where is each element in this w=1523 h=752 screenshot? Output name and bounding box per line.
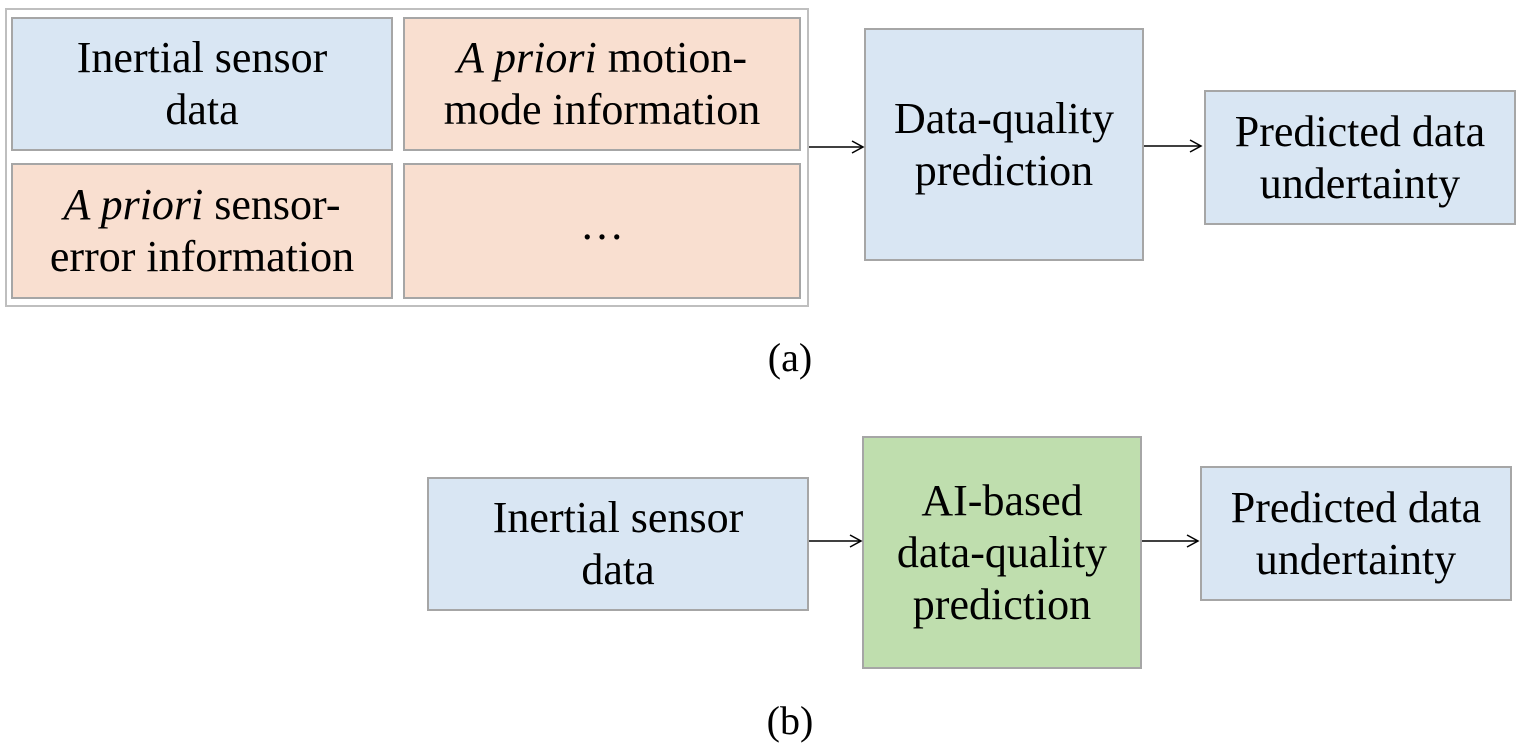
- sensor-error-line1: A priori sensor-: [50, 179, 354, 231]
- data-quality-prediction-box: Data-quality prediction: [864, 28, 1144, 261]
- arrow-input-to-prediction-b: [809, 534, 863, 548]
- motion-mode-info-box: A priori motion- mode information: [403, 17, 801, 151]
- output-line1-a: Predicted data: [1234, 106, 1486, 156]
- prediction-line1-a: Data-quality: [894, 93, 1114, 143]
- inertial-sensor-data-box-a: Inertial sensor data: [11, 17, 393, 151]
- output-line1-b: Predicted data: [1230, 482, 1482, 532]
- arrow-prediction-to-output-a: [1144, 139, 1203, 153]
- inertial-line2-a: data: [165, 85, 239, 134]
- sensor-error-info-box: A priori sensor- error information: [11, 163, 393, 299]
- motion-mode-line1-rest: motion-: [596, 33, 748, 82]
- motion-mode-line2: mode information: [443, 85, 761, 134]
- ai-prediction-line3: prediction: [912, 579, 1092, 629]
- sensor-error-line1-rest: sensor-: [203, 180, 341, 229]
- caption-a: (a): [767, 335, 813, 380]
- predicted-data-uncertainty-box-b: Predicted data undertainty: [1200, 466, 1512, 601]
- prediction-line2-a: prediction: [914, 145, 1094, 195]
- ai-based-prediction-box: AI-based data-quality prediction: [862, 436, 1142, 669]
- motion-mode-line1: A priori motion-: [444, 32, 761, 84]
- ellipsis-text: …: [580, 200, 624, 249]
- ai-prediction-line1: AI-based: [921, 475, 1083, 525]
- inertial-line2-b: data: [581, 545, 655, 594]
- caption-b: (b): [766, 698, 814, 743]
- predicted-data-uncertainty-box-a: Predicted data undertainty: [1204, 90, 1516, 225]
- sensor-error-line2: error information: [49, 232, 355, 281]
- arrow-inputs-to-prediction-a: [809, 140, 865, 154]
- output-line2-b: undertainty: [1255, 534, 1457, 584]
- sensor-error-italic: A priori: [63, 180, 204, 229]
- inertial-line1-a: Inertial sensor: [76, 33, 328, 82]
- output-line2-a: undertainty: [1259, 158, 1461, 208]
- motion-mode-italic: A priori: [456, 33, 597, 82]
- more-inputs-box: …: [403, 163, 801, 299]
- inertial-line1-b: Inertial sensor: [492, 493, 744, 542]
- ai-prediction-line2: data-quality: [896, 527, 1108, 577]
- inertial-sensor-data-box-b: Inertial sensor data: [427, 477, 809, 611]
- arrow-prediction-to-output-b: [1142, 534, 1200, 548]
